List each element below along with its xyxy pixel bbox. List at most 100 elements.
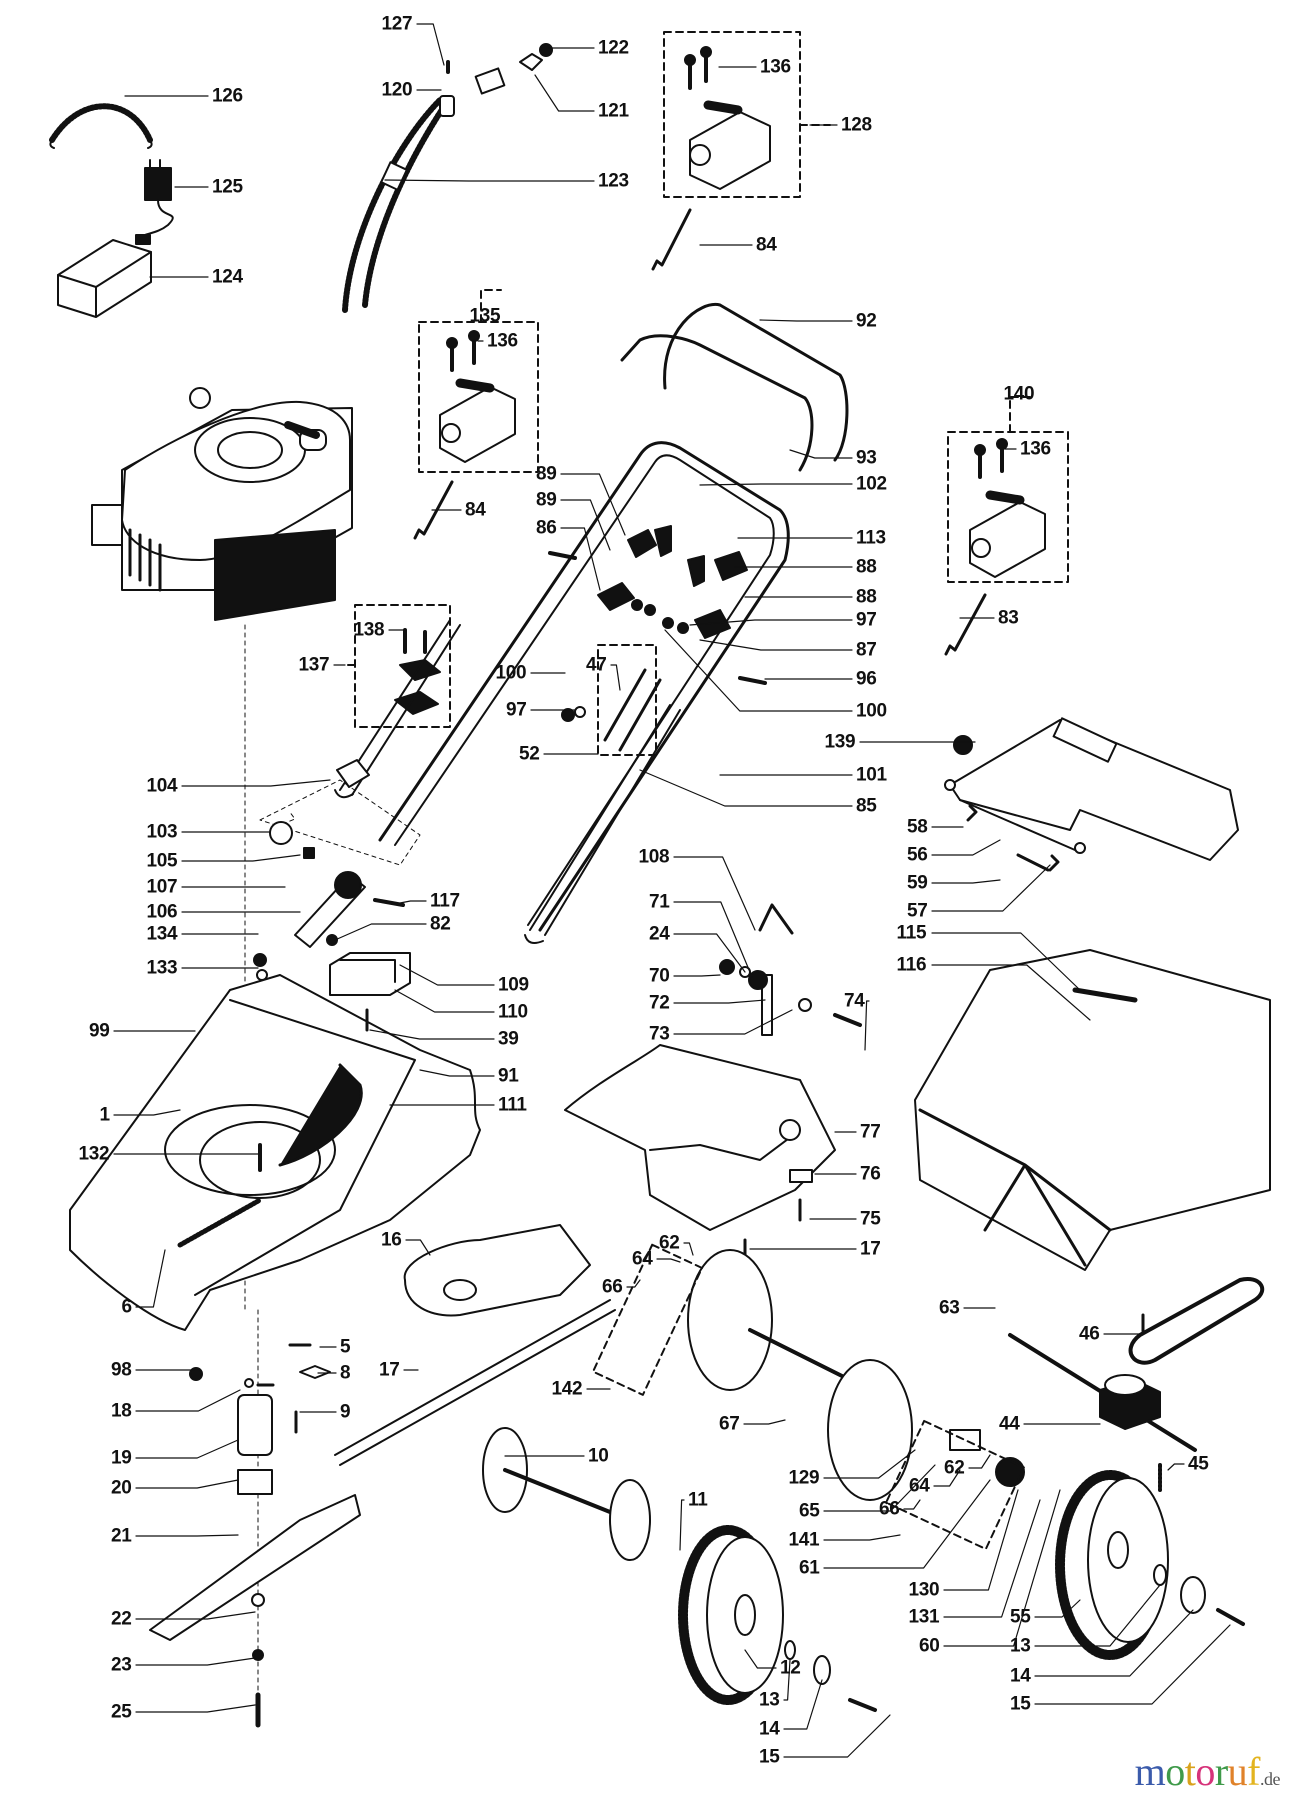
callout-66: 66 [879,1498,900,1520]
callout-39: 39 [498,1028,519,1050]
leader-line-64 [933,1469,961,1487]
height-adjuster [253,619,461,981]
leader-line-57 [931,864,1051,912]
cable-harness-123 [342,43,553,313]
front-axle-10 [482,1427,651,1561]
callout-1: 1 [99,1104,111,1126]
callout-140: 140 [1003,383,1035,405]
rear-chute [564,1044,836,1262]
callout-84: 84 [465,499,486,521]
leader-line-14 [783,1679,823,1730]
leader-line-117 [399,900,427,904]
callout-44: 44 [999,1413,1020,1435]
leader-line-97 [689,619,853,626]
leader-line-93 [789,449,853,459]
callout-22: 22 [111,1608,132,1630]
throttle-kit-128 [663,31,831,198]
leader-line-60 [943,1489,1061,1647]
callout-121: 121 [598,100,629,122]
callout-100: 100 [856,700,887,722]
leader-line-15 [1034,1624,1231,1705]
callout-14: 14 [759,1718,780,1740]
leader-line-105 [181,854,301,862]
leader-line-14 [1034,1609,1194,1677]
leader-line-25 [135,1704,256,1713]
callout-97: 97 [856,609,877,631]
leader-line-12 [744,1649,777,1669]
callout-15: 15 [759,1746,780,1768]
callout-13: 13 [759,1689,780,1711]
leader-line-130 [943,1489,1019,1591]
watermark-letter: t [1184,1749,1196,1794]
catcher-lid-56 [944,717,1239,861]
callout-106: 106 [146,901,178,923]
callout-5: 5 [340,1336,351,1358]
leader-line-123 [384,179,595,182]
callout-86: 86 [536,517,557,539]
callout-70: 70 [649,965,670,987]
charger-125 [139,159,174,238]
drive-kit-141 [885,1419,1025,1551]
leader-line-91 [419,1069,495,1077]
callout-83: 83 [998,607,1019,629]
leader-line-22 [135,1611,256,1620]
callout-139: 139 [824,731,856,753]
engine [91,387,353,621]
callout-45: 45 [1188,1453,1209,1475]
watermark-letter: r [1214,1749,1228,1794]
rear-axle-67 [687,1249,1025,1501]
front-wheel-12 [678,1525,877,1712]
callout-60: 60 [919,1635,940,1657]
callout-141: 141 [788,1529,820,1551]
callout-98: 98 [111,1359,132,1381]
throttle-kit-135 [418,289,539,473]
callout-74: 74 [844,990,865,1012]
rear-flap-area [719,903,862,1036]
leader-line-85 [639,769,853,807]
leader-line-86 [560,527,601,591]
leader-line-72 [673,999,766,1004]
callout-134: 134 [146,923,178,945]
leader-line-61 [823,1479,991,1569]
callout-91: 91 [498,1065,519,1087]
callout-97: 97 [506,699,527,721]
rod-7 [334,1299,616,1466]
lower-handle-85 [524,704,681,944]
callout-136: 136 [1020,438,1051,460]
throttle-cable-83 [944,593,987,656]
callout-71: 71 [649,891,670,913]
battery-box-124 [57,234,152,318]
callout-6: 6 [121,1296,133,1318]
callout-101: 101 [856,764,887,786]
callout-105: 105 [146,850,178,872]
callout-72: 72 [649,992,670,1014]
callout-108: 108 [638,846,670,868]
callout-8: 8 [340,1362,351,1384]
callout-107: 107 [146,876,178,898]
callout-89: 89 [536,489,557,511]
leader-line-13 [1034,1584,1161,1647]
callout-104: 104 [146,775,178,797]
callout-17: 17 [860,1238,881,1260]
callout-12: 12 [780,1657,801,1679]
leader-line-62 [683,1242,694,1256]
callout-24: 24 [649,923,670,945]
leader-line-115 [931,932,1081,991]
leader-line-74 [864,1000,870,1051]
callout-132: 132 [78,1143,110,1165]
callout-126: 126 [212,85,243,107]
spring-cable-126 [49,103,153,149]
callout-14: 14 [1010,1665,1031,1687]
callout-46: 46 [1079,1323,1100,1345]
callout-99: 99 [89,1020,110,1042]
callout-9: 9 [340,1401,351,1423]
callout-66: 66 [602,1276,623,1298]
leader-line-66 [626,1279,641,1288]
leader-line-109 [399,964,495,986]
belt-cover-16 [403,1224,591,1317]
throttle-cable-84-top [651,208,692,271]
callout-120: 120 [381,79,413,101]
callout-52: 52 [519,743,540,765]
callout-110: 110 [498,1001,528,1023]
